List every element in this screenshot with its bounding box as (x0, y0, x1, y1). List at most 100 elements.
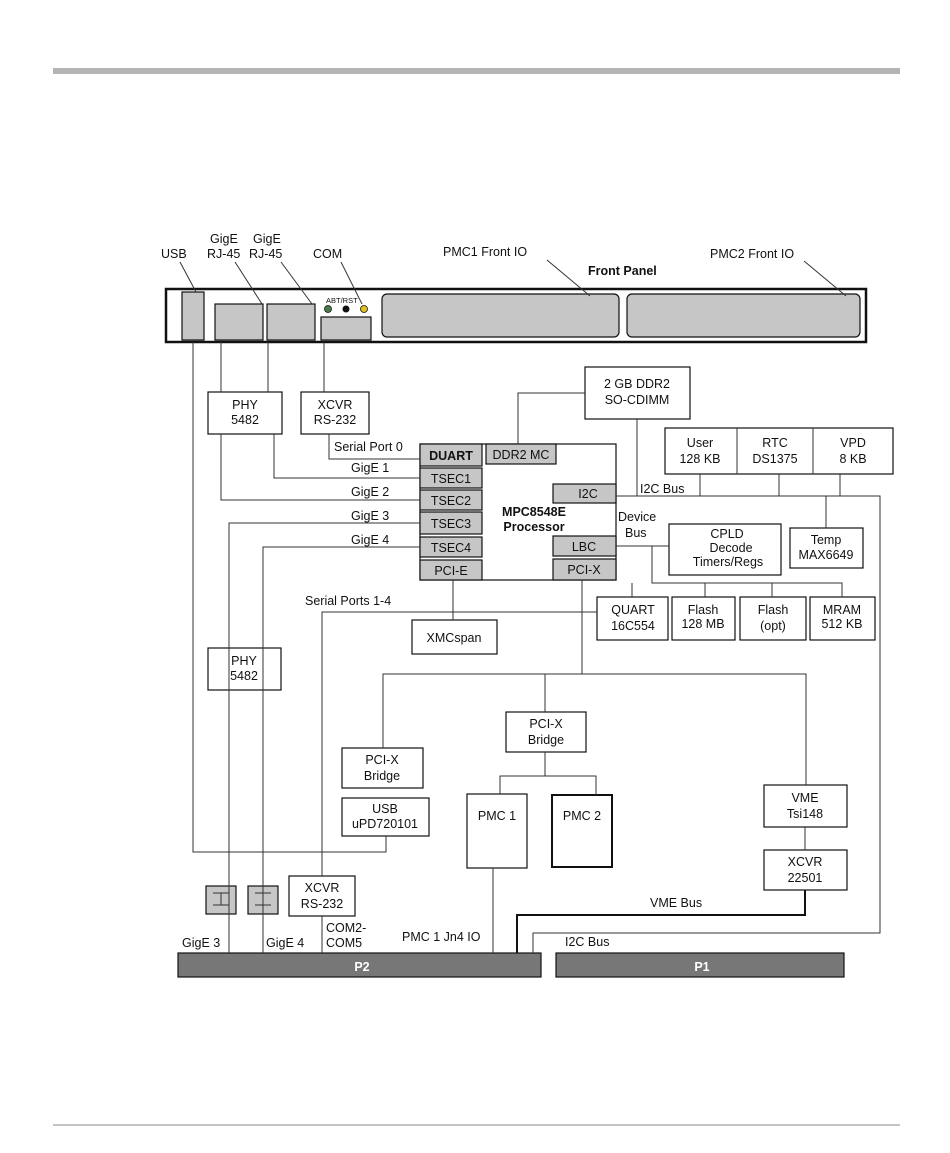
ddr2-sodimm-label-a: 2 GB DDR2 (604, 377, 670, 391)
i2c-bus-bottom-label: I2C Bus (565, 935, 609, 949)
com-label: COM (313, 247, 342, 261)
xcvr-bottom-label-a: XCVR (305, 881, 340, 895)
pmc2-label: PMC 2 (563, 809, 601, 823)
rj45-port-2 (266, 303, 316, 341)
gige-rj45-1-label-b: RJ-45 (207, 247, 240, 261)
phy-top-box (207, 391, 283, 435)
quart-label-a: QUART (611, 603, 655, 617)
temp-box (789, 527, 864, 569)
cpld-label-a: CPLD (710, 527, 743, 541)
temp-label-b: MAX6649 (799, 548, 854, 562)
reset-button (342, 305, 350, 313)
pmc1-jn4-io-label: PMC 1 Jn4 IO (402, 930, 481, 944)
pmc1-box (466, 793, 528, 869)
serial-ports-label: Serial Ports 1-4 (305, 594, 391, 608)
pcix-bridge-left-label-a: PCI-X (365, 753, 399, 767)
pmc2-front-io-label: PMC2 Front IO (710, 247, 794, 261)
pcix-bridge-center-label-a: PCI-X (529, 717, 563, 731)
pcix-port-label: PCI-X (567, 563, 601, 577)
gige2-label: GigE 2 (351, 485, 389, 499)
com-port (320, 316, 372, 341)
pcix-bridge-center-label-b: Bridge (528, 733, 564, 747)
cpld-label-c: Timers/Regs (693, 555, 763, 569)
usb-port (181, 291, 205, 341)
duart-block (419, 443, 483, 467)
device-bus-label-b: Bus (625, 526, 647, 540)
gige3-bottom-label: GigE 3 (182, 936, 220, 950)
xcvr-top-box (300, 391, 370, 435)
gige1-label: GigE 1 (351, 461, 389, 475)
led-green (324, 305, 332, 313)
p2-label: P2 (354, 960, 369, 974)
pcix-bridge-left-label-b: Bridge (364, 769, 400, 783)
device-bus-label-a: Device (618, 510, 656, 524)
p1-connector (555, 952, 845, 978)
temp-label-a: Temp (811, 533, 842, 547)
phy-top-label-a: PHY (232, 398, 258, 412)
gige3-label: GigE 3 (351, 509, 389, 523)
xcvr-bottom-label-b: RS-232 (301, 897, 343, 911)
user-label-a: User (687, 436, 713, 450)
xcvr-22501-box (763, 849, 848, 891)
usb-ctrl-box (341, 797, 430, 837)
xmcspan-box (411, 619, 498, 655)
mram-label-a: MRAM (823, 603, 861, 617)
top-rule (53, 68, 900, 74)
vpd-label-a: VPD (840, 436, 866, 450)
i2c-bus-label: I2C Bus (640, 482, 684, 496)
processor-label-b: Processor (503, 520, 564, 534)
gige4-bottom-label: GigE 4 (266, 936, 304, 950)
vpd-label-b: 8 KB (839, 452, 866, 466)
duart-label: DUART (429, 449, 473, 463)
pmc2-front-io-slot (626, 293, 861, 338)
lbc-label: LBC (572, 540, 596, 554)
user-label-b: 128 KB (679, 452, 720, 466)
xcvr-top-label-b: RS-232 (314, 413, 356, 427)
pmc1-front-io-slot (381, 293, 620, 338)
rtc-label-b: DS1375 (752, 452, 797, 466)
quart-label-b: 16C554 (611, 619, 655, 633)
front-panel-label: Front Panel (588, 264, 657, 278)
abt-rst-label: ABT/RST (326, 296, 358, 305)
gige-rj45-2-label-a: GigE (253, 232, 281, 246)
ddr2-mc-label: DDR2 MC (493, 448, 550, 462)
p2-connector (177, 952, 542, 978)
gige4-label: GigE 4 (351, 533, 389, 547)
com2-com5-label-a: COM2- (326, 921, 366, 935)
rtc-label-a: RTC (762, 436, 787, 450)
xmcspan-label: XMCspan (427, 631, 482, 645)
pmc2-box (551, 794, 613, 868)
vme-label-a: VME (791, 791, 818, 805)
xcvr-22501-label-b: 22501 (788, 871, 823, 885)
tsec2-label: TSEC2 (431, 494, 471, 508)
phy-bottom-box (207, 647, 282, 691)
p1-label: P1 (694, 960, 709, 974)
mram-label-b: 512 KB (821, 617, 862, 631)
gige-rj45-2-label-b: RJ-45 (249, 247, 282, 261)
com2-com5-label-b: COM5 (326, 936, 362, 950)
pcie-label: PCI-E (434, 564, 467, 578)
usb-ctrl-label-b: uPD720101 (352, 817, 418, 831)
usb-label: USB (161, 247, 187, 261)
bottom-rule (53, 1124, 900, 1126)
led-yellow (360, 305, 368, 313)
cpld-box (668, 523, 782, 576)
pmc1-front-io-label: PMC1 Front IO (443, 245, 527, 259)
flash2-label-a: Flash (758, 603, 789, 617)
gige-rj45-1-label-a: GigE (210, 232, 238, 246)
xcvr-22501-label-a: XCVR (788, 855, 823, 869)
i2c-block (552, 483, 617, 504)
cpld-label-b: Decode (709, 541, 752, 555)
pmc1-label: PMC 1 (478, 809, 516, 823)
tsec3-label: TSEC3 (431, 517, 471, 531)
phy-bottom-label-b: 5482 (230, 669, 258, 683)
pcie-block (419, 559, 483, 581)
processor-label-a: MPC8548E (502, 505, 566, 519)
rj45-port-1 (214, 303, 264, 341)
quart-box (596, 596, 669, 641)
serial-port-0-label: Serial Port 0 (334, 440, 403, 454)
phy-bottom-label-a: PHY (231, 654, 257, 668)
flash1-box (671, 596, 736, 641)
tsec4-label: TSEC4 (431, 541, 471, 555)
